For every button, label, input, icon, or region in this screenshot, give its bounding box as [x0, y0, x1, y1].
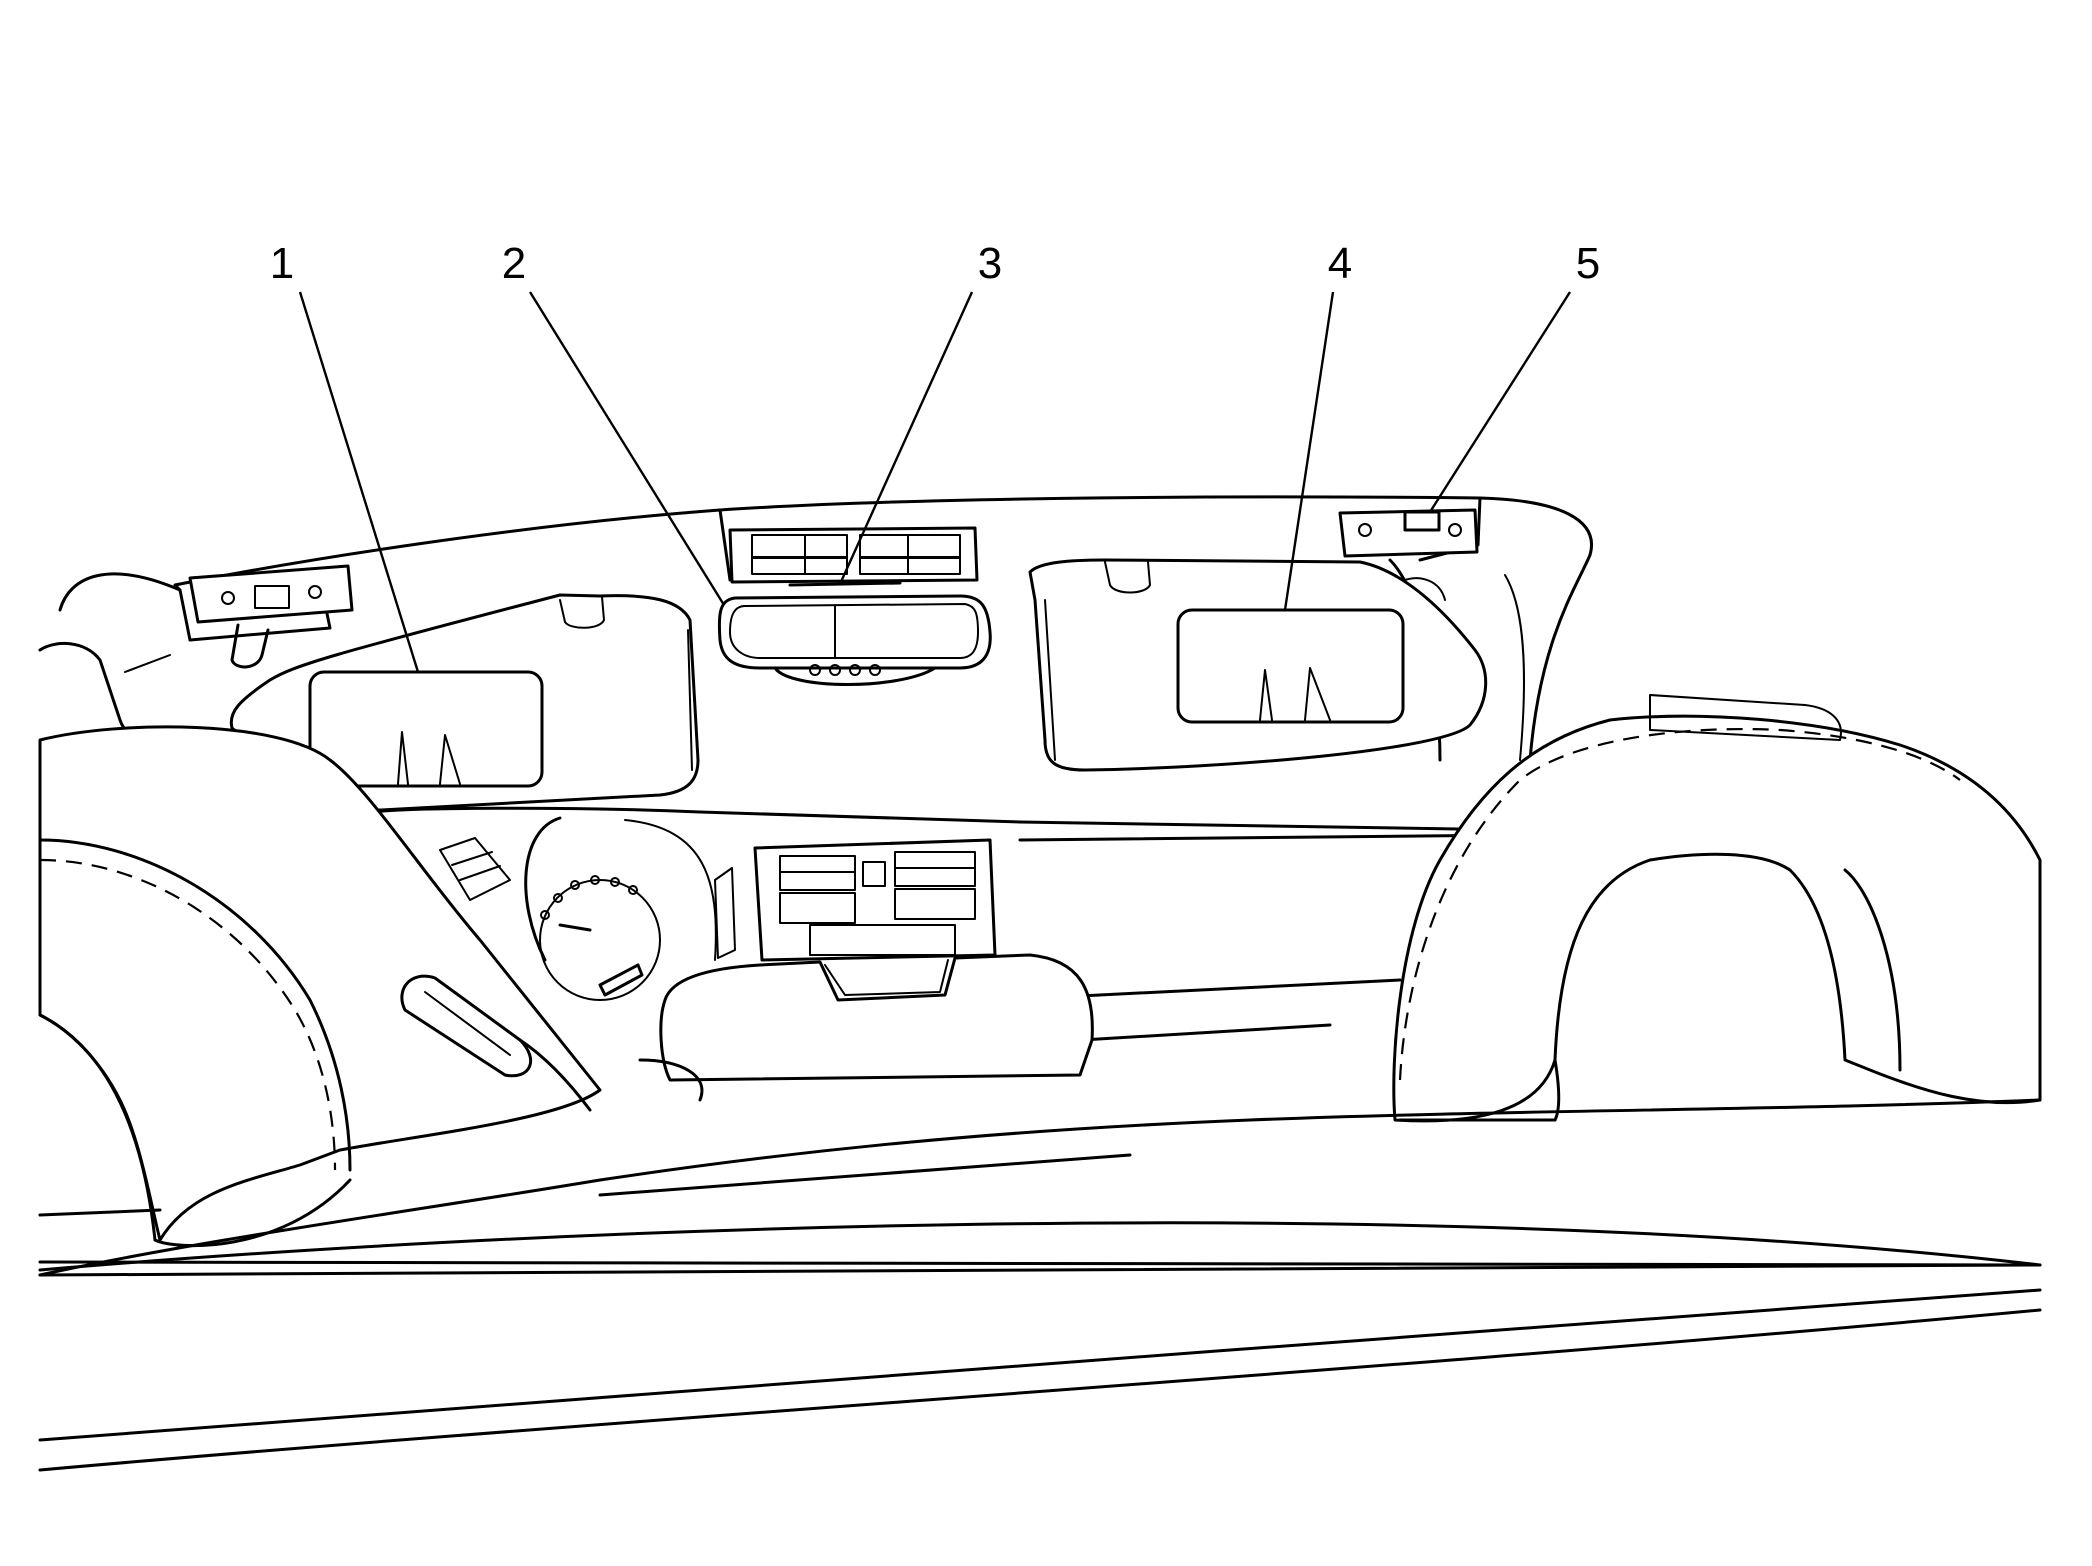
vanity-mirror: [308, 670, 544, 788]
left-sunshade: [229, 593, 700, 812]
leader-line-2: [528, 291, 726, 606]
left-seat: [38, 725, 704, 1248]
gauge-icon: [539, 879, 661, 1001]
fastener-icon: [1448, 523, 1462, 537]
vanity-mirror: [1176, 608, 1405, 724]
center-console: [659, 953, 1094, 1082]
callout-4: 4: [1283, 239, 1352, 611]
leader-line-5: [1428, 291, 1572, 513]
rearview-mirror: [717, 594, 992, 686]
sunshade-retainer: [1403, 510, 1441, 532]
callout-1: 1: [270, 239, 420, 673]
rear-deck: [38, 1098, 2042, 1472]
right-header-bracket: [1338, 508, 1479, 558]
leader-line-3: [838, 291, 974, 585]
callout-3: 3: [838, 239, 1002, 585]
callout-label-5: 5: [1576, 239, 1600, 288]
callout-label-4: 4: [1328, 239, 1352, 288]
callout-label-3: 3: [978, 239, 1002, 288]
leader-line-1: [298, 291, 420, 673]
left-header-bracket: [188, 564, 354, 669]
instrument-panel: [373, 806, 1522, 1047]
callout-2: 2: [502, 239, 726, 606]
callout-5: 5: [1428, 239, 1600, 513]
fastener-icon: [1358, 523, 1372, 537]
fastener-icon: [221, 591, 235, 605]
callout-label-1: 1: [270, 239, 294, 288]
leader-line-4: [1283, 291, 1335, 611]
callout-label-2: 2: [502, 239, 526, 288]
right-seat: [1392, 694, 2042, 1123]
fastener-icon: [308, 585, 322, 599]
right-sunshade: [1028, 558, 1488, 772]
mirror-buttons: [809, 664, 881, 676]
